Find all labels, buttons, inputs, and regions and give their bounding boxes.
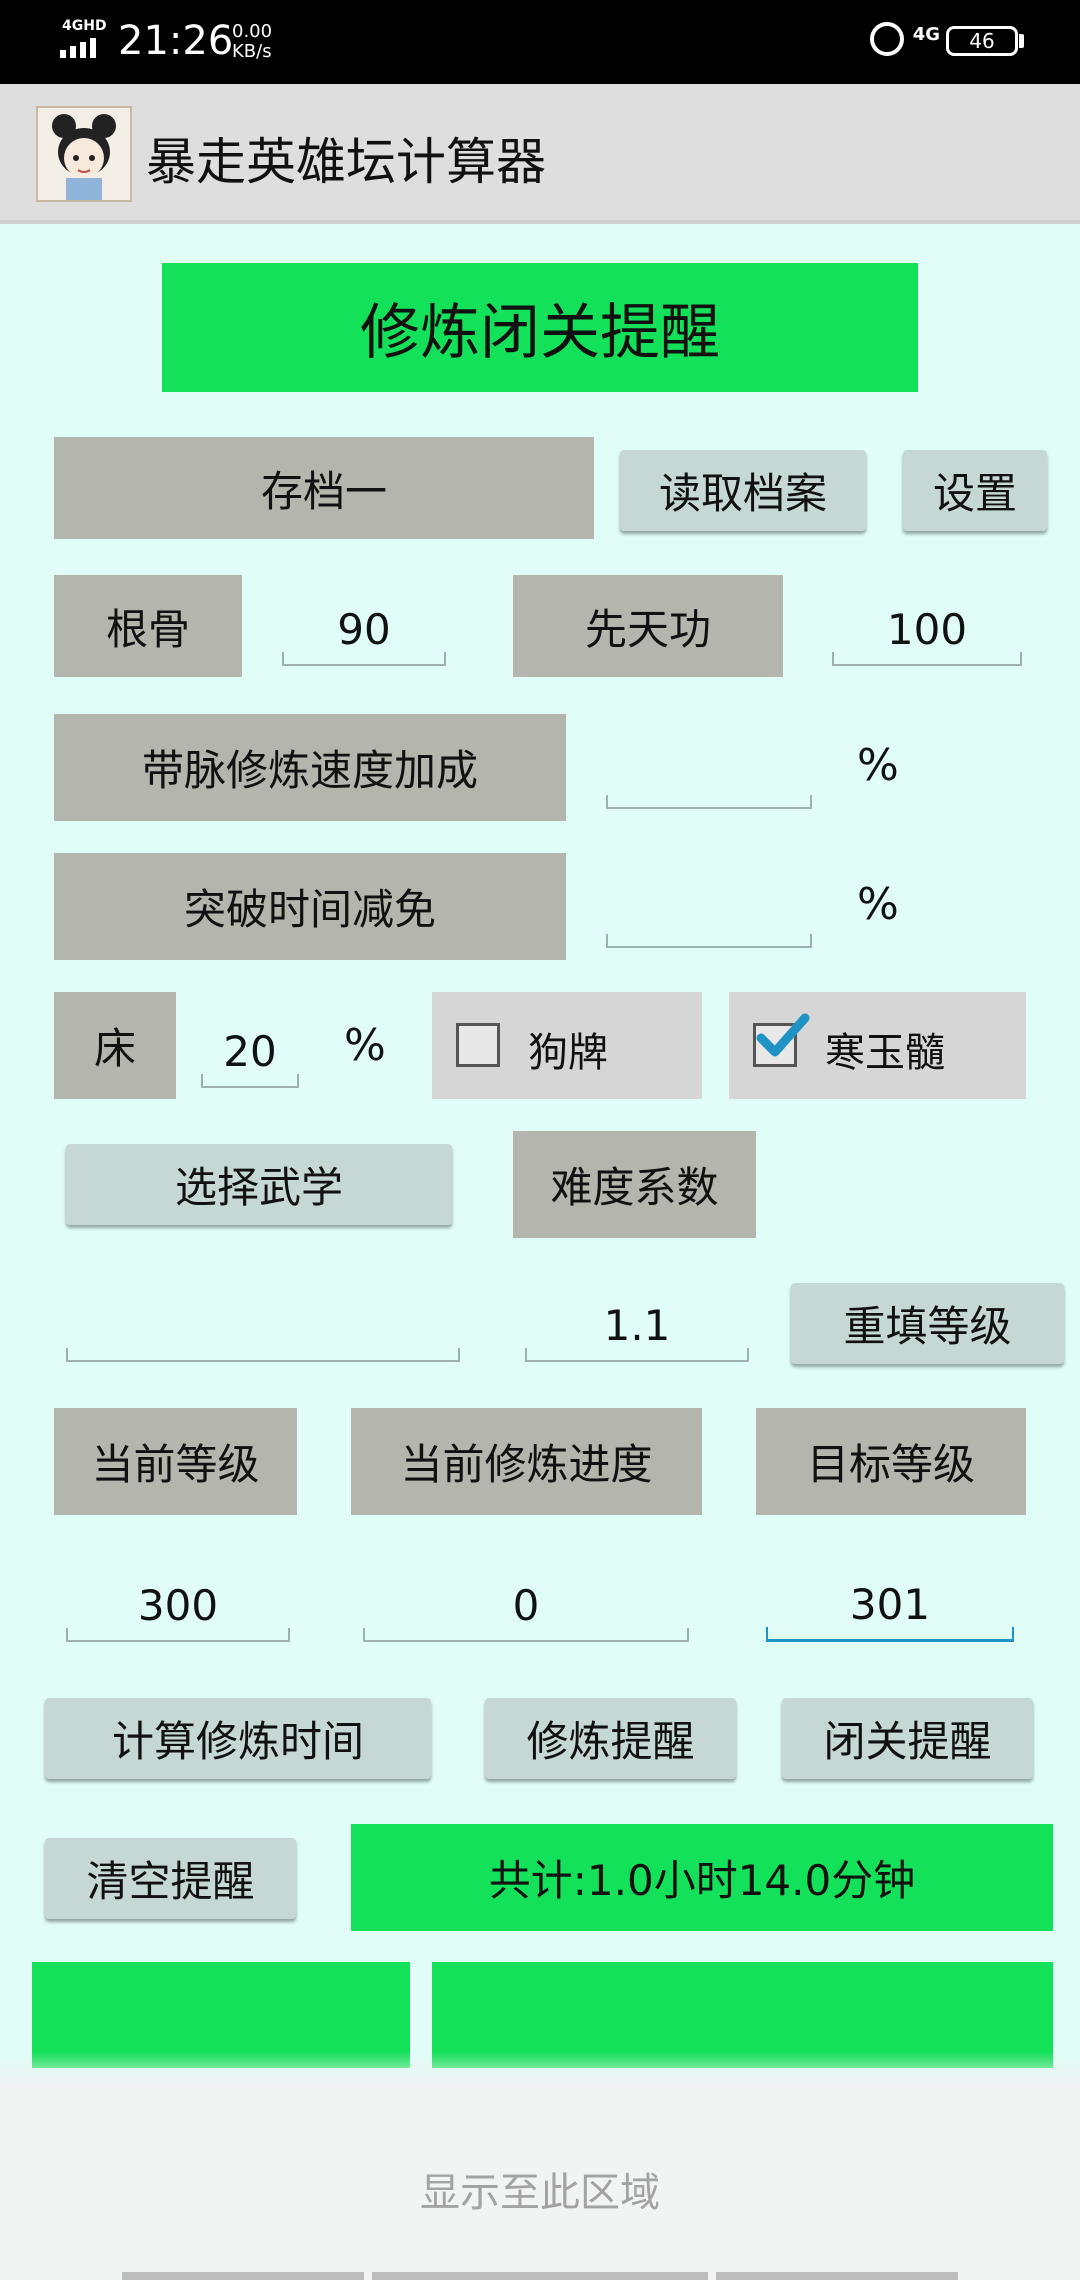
meridian-speed-input[interactable]	[606, 731, 812, 809]
cold-jade-label: 寒玉髓	[825, 1030, 945, 1076]
skill-name-field[interactable]	[66, 1284, 460, 1362]
innate-skill-input[interactable]: 100	[832, 590, 1022, 666]
refill-level-button[interactable]: 重填等级	[791, 1283, 1064, 1364]
load-archive-button[interactable]: 读取档案	[620, 450, 866, 531]
bed-percent-sign: %	[344, 1020, 386, 1071]
clock: 21:26	[118, 18, 234, 64]
bed-label: 床	[54, 992, 176, 1099]
app-bar: 暴走英雄坛计算器	[0, 84, 1080, 224]
cold-jade-checkbox-row[interactable]: 寒玉髓	[729, 992, 1026, 1099]
breakthrough-reduction-input[interactable]	[606, 870, 812, 948]
anime-avatar-icon	[36, 106, 132, 202]
breakthrough-reduction-label: 突破时间减免	[54, 853, 566, 960]
network-4g-indicator: 4G	[912, 24, 940, 45]
root-bone-label: 根骨	[54, 575, 242, 677]
result-block-right	[432, 1962, 1053, 2068]
status-bar: 4GHD 21:26 0.00 KB/s 4G 46	[0, 0, 1080, 84]
settings-button[interactable]: 设置	[903, 450, 1047, 531]
calculate-time-button[interactable]: 计算修炼时间	[45, 1698, 431, 1779]
training-reminder-header[interactable]: 修炼闭关提醒	[162, 263, 918, 392]
root-bone-input[interactable]: 90	[282, 590, 446, 666]
choose-skill-button[interactable]: 选择武学	[66, 1144, 452, 1225]
app-title: 暴走英雄坛计算器	[146, 133, 546, 191]
bottom-tab-indicator-1	[122, 2272, 364, 2280]
sheet-caption: 显示至此区域	[420, 2170, 660, 2216]
target-level-input[interactable]: 301	[766, 1562, 1014, 1642]
bottom-sheet: 显示至此区域	[0, 2088, 1080, 2280]
meridian-speed-label: 带脉修炼速度加成	[54, 714, 566, 821]
current-progress-label: 当前修炼进度	[351, 1408, 702, 1515]
dog-tag-checkbox[interactable]	[456, 1023, 500, 1067]
bottom-tab-indicator-3	[716, 2272, 958, 2280]
innate-skill-label: 先天功	[513, 575, 783, 677]
seclusion-reminder-button[interactable]: 闭关提醒	[782, 1698, 1033, 1779]
training-reminder-button[interactable]: 修炼提醒	[485, 1698, 736, 1779]
network-indicator: 4GHD	[62, 18, 107, 34]
current-level-label: 当前等级	[54, 1408, 297, 1515]
save-slot-dropdown[interactable]: 存档一	[54, 437, 594, 539]
checkmark-icon	[755, 1010, 811, 1072]
battery-icon: 46	[946, 26, 1018, 56]
dog-tag-label: 狗牌	[528, 1030, 608, 1076]
meridian-percent-sign: %	[857, 740, 899, 791]
signal-icon	[60, 36, 104, 58]
bed-input[interactable]: 20	[201, 1010, 299, 1088]
breakthrough-percent-sign: %	[857, 879, 899, 930]
network-speed: 0.00 KB/s	[232, 21, 273, 62]
bottom-tab-indicator-2	[372, 2272, 708, 2280]
fade-overlay	[0, 2052, 1080, 2088]
total-time-result: 共计:1.0小时14.0分钟	[351, 1824, 1053, 1931]
current-level-input[interactable]: 300	[66, 1562, 290, 1642]
alarm-icon	[870, 22, 904, 56]
target-level-label: 目标等级	[756, 1408, 1026, 1515]
difficulty-input[interactable]: 1.1	[525, 1284, 749, 1362]
result-block-left	[32, 1962, 410, 2068]
clear-reminder-button[interactable]: 清空提醒	[45, 1838, 296, 1919]
dog-tag-checkbox-row[interactable]: 狗牌	[432, 992, 702, 1099]
difficulty-label: 难度系数	[513, 1131, 756, 1238]
current-progress-input[interactable]: 0	[363, 1562, 689, 1642]
battery-cap	[1019, 34, 1024, 48]
